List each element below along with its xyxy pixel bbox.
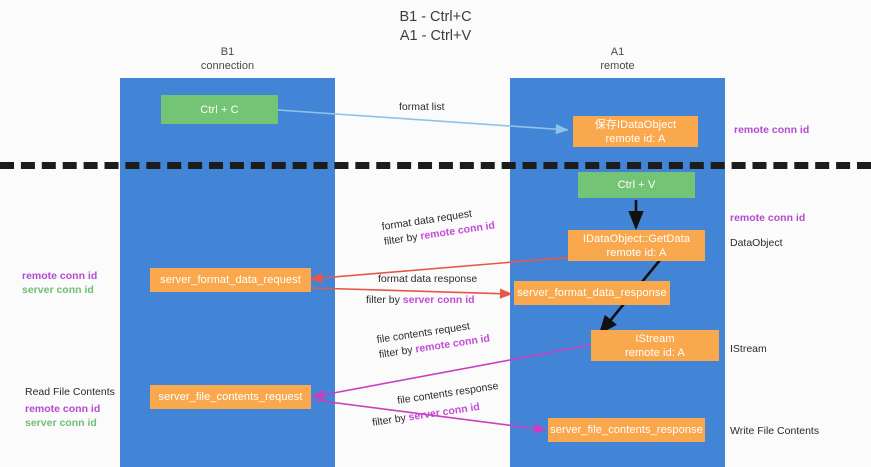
diagram-title: B1 - Ctrl+C A1 - Ctrl+V <box>0 8 871 46</box>
edge-label-format-data-response-prefix: filter by <box>366 294 403 306</box>
annotation-left-server-conn-id-a: server conn id <box>22 284 94 296</box>
annotation-dataobject: DataObject <box>730 237 783 249</box>
node-ctrl-v[interactable]: Ctrl + V <box>578 172 695 198</box>
annotation-left-conn-ids-b: remote conn id server conn id <box>25 402 100 430</box>
lane-header-a1: A1 remote <box>510 46 725 73</box>
edge-label-format-data-response: format data response filter by server co… <box>366 272 478 308</box>
node-save-idataobject-line2: remote id: A <box>605 132 666 145</box>
title-line-1: B1 - Ctrl+C <box>399 9 472 25</box>
node-server-format-data-response-label: server_format_data_response <box>517 287 667 299</box>
edge-label-format-data-response-highlight: server conn id <box>402 294 475 306</box>
edge-label-format-data-request: format data request filter by remote con… <box>381 204 496 250</box>
lane-header-b1-sub: connection <box>200 59 255 72</box>
edge-label-file-contents-request: file contents request filter by remote c… <box>376 317 491 363</box>
node-idataobject-getdata-line1: IDataObject::GetData <box>582 232 691 245</box>
node-istream-line2: remote id: A <box>625 346 685 359</box>
node-idataobject-getdata[interactable]: IDataObject::GetData remote id: A <box>568 230 705 261</box>
edge-label-format-data-request-prefix: filter by <box>383 230 422 248</box>
node-server-file-contents-request-label: server_file_contents_request <box>158 391 303 403</box>
node-idataobject-getdata-line2: remote id: A <box>606 246 667 259</box>
edge-label-file-contents-response-prefix: filter by <box>371 411 410 429</box>
divider-dashed <box>0 162 871 169</box>
node-server-file-contents-response-label: server_file_contents_response <box>550 424 703 436</box>
node-server-format-data-request-label: server_format_data_request <box>160 274 301 286</box>
node-server-file-contents-request[interactable]: server_file_contents_request <box>150 385 311 409</box>
node-ctrl-v-label: Ctrl + V <box>617 179 656 191</box>
lane-header-b1: B1 connection <box>120 46 335 73</box>
node-save-idataobject[interactable]: 保存IDataObject remote id: A <box>573 116 698 147</box>
lane-header-a1-name: A1 <box>610 46 625 58</box>
annotation-left-server-conn-id-b: server conn id <box>25 417 97 429</box>
edge-label-file-contents-response: file contents response filter by server … <box>369 379 503 431</box>
node-istream-line1: IStream <box>635 332 675 345</box>
node-save-idataobject-line1: 保存IDataObject <box>594 118 677 131</box>
annotation-istream: IStream <box>730 343 767 355</box>
node-server-file-contents-response[interactable]: server_file_contents_response <box>548 418 705 442</box>
node-istream[interactable]: IStream remote id: A <box>591 330 719 361</box>
annotation-remote-conn-id-mid: remote conn id <box>730 212 806 224</box>
edge-label-file-contents-request-prefix: filter by <box>378 343 417 361</box>
annotation-left-conn-ids-a: remote conn id server conn id <box>22 269 97 297</box>
title-line-2: A1 - Ctrl+V <box>399 28 472 44</box>
lane-header-a1-sub: remote <box>600 59 635 72</box>
edge-label-format-data-response-line2: filter by server conn id <box>366 293 477 308</box>
node-server-format-data-response[interactable]: server_format_data_response <box>514 281 670 305</box>
node-server-format-data-request[interactable]: server_format_data_request <box>150 268 311 292</box>
lane-header-b1-name: B1 <box>220 46 235 58</box>
edge-label-format-list: format list <box>399 100 445 115</box>
annotation-remote-conn-id-top: remote conn id <box>734 124 810 136</box>
node-ctrl-c[interactable]: Ctrl + C <box>161 95 278 124</box>
edge-label-format-list-text: format list <box>399 101 445 113</box>
annotation-write-file-contents: Write File Contents <box>730 425 820 437</box>
annotation-left-remote-conn-id-a: remote conn id <box>22 270 98 282</box>
annotation-read-file-contents: Read File Contents <box>25 386 115 398</box>
annotation-left-remote-conn-id-b: remote conn id <box>25 403 101 415</box>
node-ctrl-c-label: Ctrl + C <box>200 103 239 116</box>
edge-label-format-data-response-line1: format data response <box>378 273 478 285</box>
